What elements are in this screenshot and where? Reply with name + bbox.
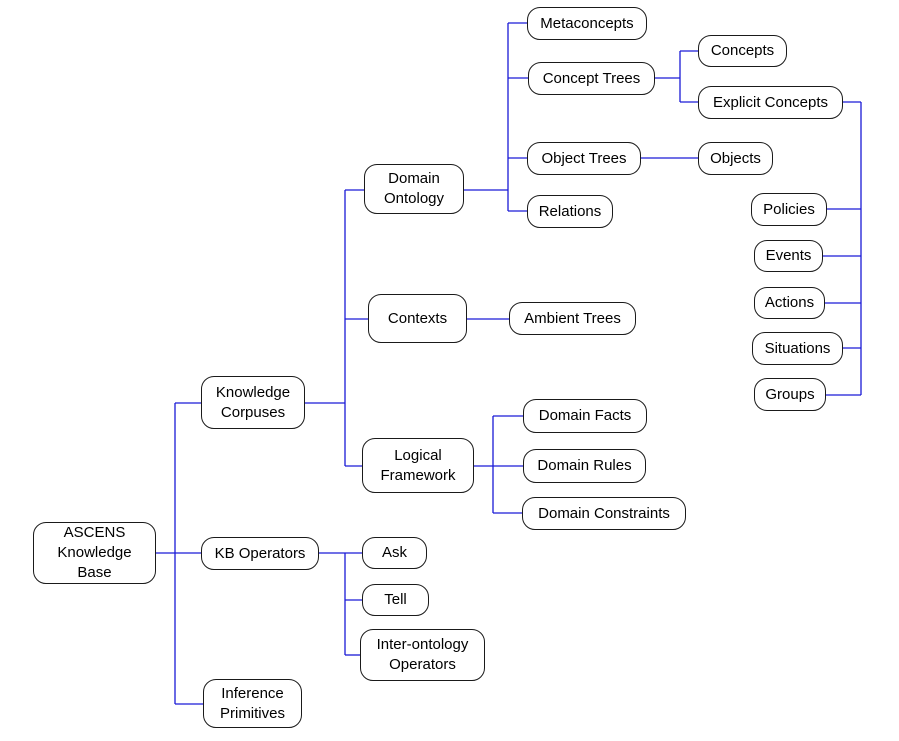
node-domain-constraints[interactable]: Domain Constraints (522, 497, 686, 530)
node-domain-facts[interactable]: Domain Facts (523, 399, 647, 433)
node-objects[interactable]: Objects (698, 142, 773, 175)
node-contexts[interactable]: Contexts (368, 294, 467, 343)
node-concept-trees[interactable]: Concept Trees (528, 62, 655, 95)
node-metaconcepts[interactable]: Metaconcepts (527, 7, 647, 40)
node-domain-rules[interactable]: Domain Rules (523, 449, 646, 483)
node-logical-framework[interactable]: Logical Framework (362, 438, 474, 493)
node-knowledge-corpuses[interactable]: Knowledge Corpuses (201, 376, 305, 429)
node-actions[interactable]: Actions (754, 287, 825, 319)
node-concepts[interactable]: Concepts (698, 35, 787, 67)
node-domain-ontology[interactable]: Domain Ontology (364, 164, 464, 214)
node-inter-ontology-operators[interactable]: Inter-ontology Operators (360, 629, 485, 681)
node-ask[interactable]: Ask (362, 537, 427, 569)
node-situations[interactable]: Situations (752, 332, 843, 365)
node-ambient-trees[interactable]: Ambient Trees (509, 302, 636, 335)
node-relations[interactable]: Relations (527, 195, 613, 228)
node-explicit-concepts[interactable]: Explicit Concepts (698, 86, 843, 119)
node-groups[interactable]: Groups (754, 378, 826, 411)
node-inference-primitives[interactable]: Inference Primitives (203, 679, 302, 728)
node-object-trees[interactable]: Object Trees (527, 142, 641, 175)
node-tell[interactable]: Tell (362, 584, 429, 616)
node-ascens-knowledge-base[interactable]: ASCENS Knowledge Base (33, 522, 156, 584)
node-kb-operators[interactable]: KB Operators (201, 537, 319, 570)
node-events[interactable]: Events (754, 240, 823, 272)
node-policies[interactable]: Policies (751, 193, 827, 226)
